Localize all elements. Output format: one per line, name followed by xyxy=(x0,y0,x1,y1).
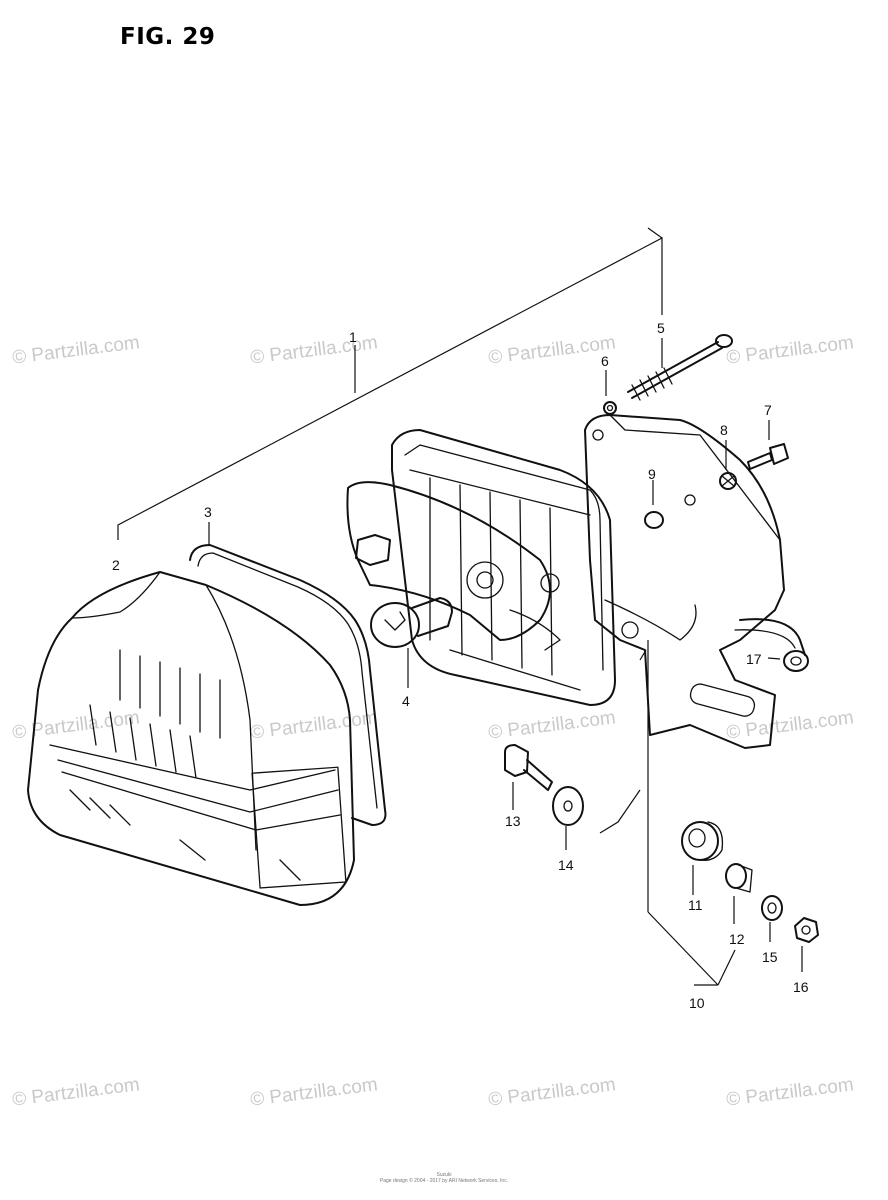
assembly-leader xyxy=(117,227,663,540)
callout-8: 8 xyxy=(720,422,728,438)
callout-4: 4 xyxy=(402,693,410,709)
reflector-part xyxy=(346,481,561,651)
long-screw-part xyxy=(627,334,733,401)
callout-9: 9 xyxy=(648,466,656,482)
spacer-part-12 xyxy=(725,863,753,924)
callout-2: 2 xyxy=(112,557,120,573)
callout-13: 13 xyxy=(505,813,521,829)
figure-title: FIG. 29 xyxy=(120,24,216,50)
callout-labels: 1 2 3 4 5 6 7 8 9 10 11 12 13 14 15 16 1… xyxy=(112,320,809,1011)
bracket-part xyxy=(584,414,806,749)
callout-7: 7 xyxy=(764,402,772,418)
assembly-leader-10 xyxy=(639,640,736,986)
grommet-part-17 xyxy=(767,650,809,672)
screw-part-7 xyxy=(747,420,789,470)
nut-part-16 xyxy=(794,917,819,972)
callout-6: 6 xyxy=(601,353,609,369)
bolt-part-13 xyxy=(504,744,553,810)
footer-line-2: Page design © 2004 - 2017 by ARI Network… xyxy=(379,1178,509,1184)
callout-5: 5 xyxy=(657,320,665,336)
wire-part xyxy=(604,599,697,641)
housing-part xyxy=(391,429,616,706)
washer-part-14 xyxy=(552,786,641,850)
gasket-part xyxy=(189,522,387,826)
bulb-part xyxy=(370,597,453,688)
callout-10: 10 xyxy=(689,995,705,1011)
callout-3: 3 xyxy=(204,504,212,520)
callout-12: 12 xyxy=(729,931,745,947)
collar-part-9 xyxy=(644,480,664,529)
callout-14: 14 xyxy=(558,857,574,873)
callout-17: 17 xyxy=(746,651,762,667)
callout-15: 15 xyxy=(762,949,778,965)
callout-1: 1 xyxy=(349,329,357,345)
washer-part-15 xyxy=(761,895,783,942)
rubber-part-11 xyxy=(681,821,724,895)
washer-part-8 xyxy=(719,440,737,490)
lens-part xyxy=(27,571,355,906)
washer-part-6 xyxy=(603,370,617,415)
footer-line-1: Suzuki xyxy=(436,1172,452,1178)
callout-16: 16 xyxy=(793,979,809,995)
callout-11: 11 xyxy=(688,897,703,913)
